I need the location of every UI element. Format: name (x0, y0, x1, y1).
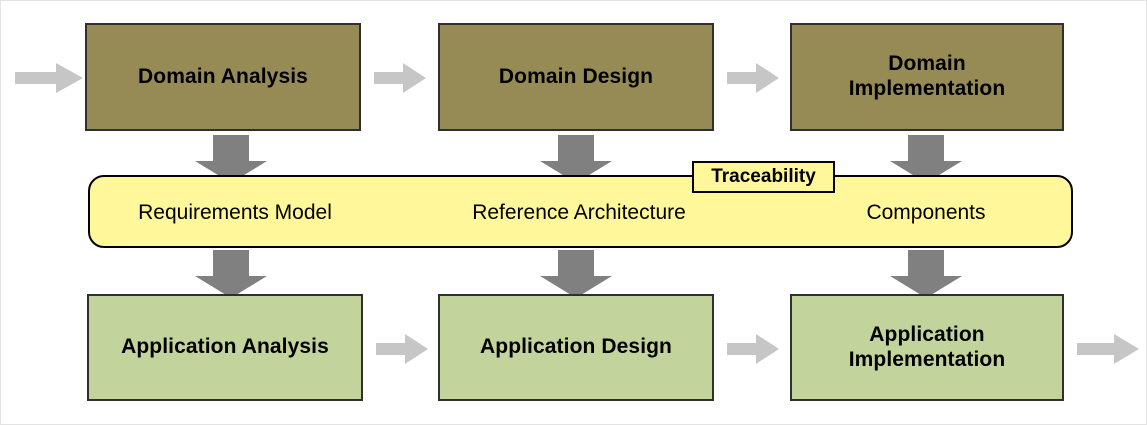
domain-design-box[interactable]: Domain Design (438, 23, 714, 131)
outflow-arrow (1077, 334, 1139, 364)
domain-design-label: Domain Design (498, 64, 654, 88)
domain-analysis-to-requirements-model-arrow (195, 135, 267, 183)
application-implementation-label-line1: Application (869, 322, 985, 346)
domain-analysis-label: Domain Analysis (138, 64, 308, 88)
domain-design-to-reference-architecture-arrow (540, 135, 612, 183)
artifact-requirements-model-label: Requirements Model (138, 201, 332, 224)
components-to-application-implementation-arrow (890, 250, 962, 298)
application-analysis-label: Application Analysis (121, 335, 329, 359)
application-implementation-label: Application Implementation (849, 323, 1006, 373)
domain-implementation-label-line1: Domain (888, 52, 966, 76)
application-analysis-to-design-arrow (376, 334, 428, 364)
artifact-components: Components (796, 201, 1056, 224)
requirements-model-to-application-analysis-arrow (195, 250, 267, 298)
artifact-requirements-model: Requirements Model (105, 201, 365, 224)
application-design-label: Application Design (480, 335, 672, 359)
application-implementation-box[interactable]: Application Implementation (790, 294, 1064, 401)
domain-analysis-to-design-arrow (374, 63, 426, 93)
artifact-components-label: Components (866, 201, 986, 224)
domain-implementation-label-line2: Implementation (848, 77, 1006, 100)
domain-implementation-to-components-arrow (890, 135, 962, 183)
application-implementation-label-line2: Implementation (848, 347, 1006, 371)
traceability-label: Traceability (711, 166, 816, 187)
reference-architecture-to-application-design-arrow (540, 250, 612, 298)
inflow-arrow (15, 63, 83, 93)
application-analysis-box[interactable]: Application Analysis (87, 294, 363, 401)
domain-analysis-box[interactable]: Domain Analysis (85, 23, 361, 131)
domain-design-to-implementation-arrow (727, 63, 779, 93)
application-design-to-implementation-arrow (727, 334, 779, 364)
application-design-box[interactable]: Application Design (438, 294, 714, 401)
traceability-label-box: Traceability (692, 161, 835, 193)
domain-implementation-label: Domain Implementation (849, 52, 1006, 102)
artifact-reference-architecture: Reference Architecture (449, 201, 709, 224)
traceability-band (88, 175, 1073, 248)
artifact-reference-architecture-label: Reference Architecture (472, 201, 686, 224)
domain-implementation-box[interactable]: Domain Implementation (790, 23, 1064, 131)
